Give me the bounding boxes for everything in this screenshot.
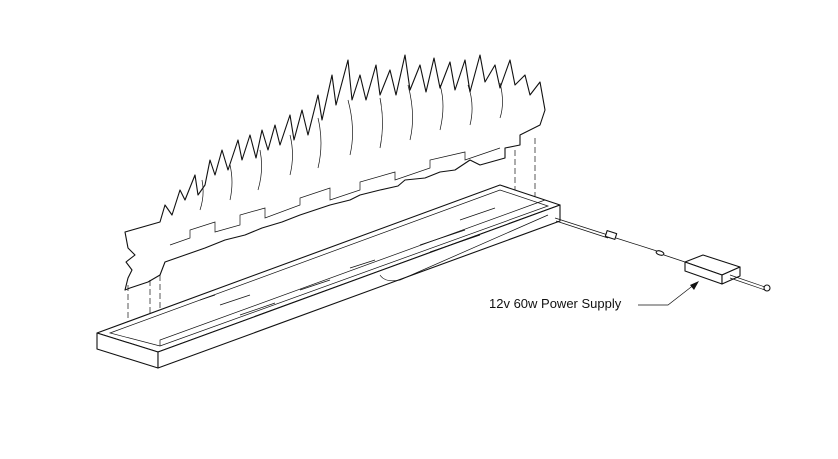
connector-icon: [604, 230, 618, 240]
power-supply-label: 12v 60w Power Supply: [489, 296, 622, 311]
callout-leader: [638, 281, 699, 306]
base-tray: [96, 184, 561, 369]
power-supply: [684, 254, 771, 292]
power-cable: [554, 217, 686, 263]
flame-panel: [124, 54, 546, 291]
